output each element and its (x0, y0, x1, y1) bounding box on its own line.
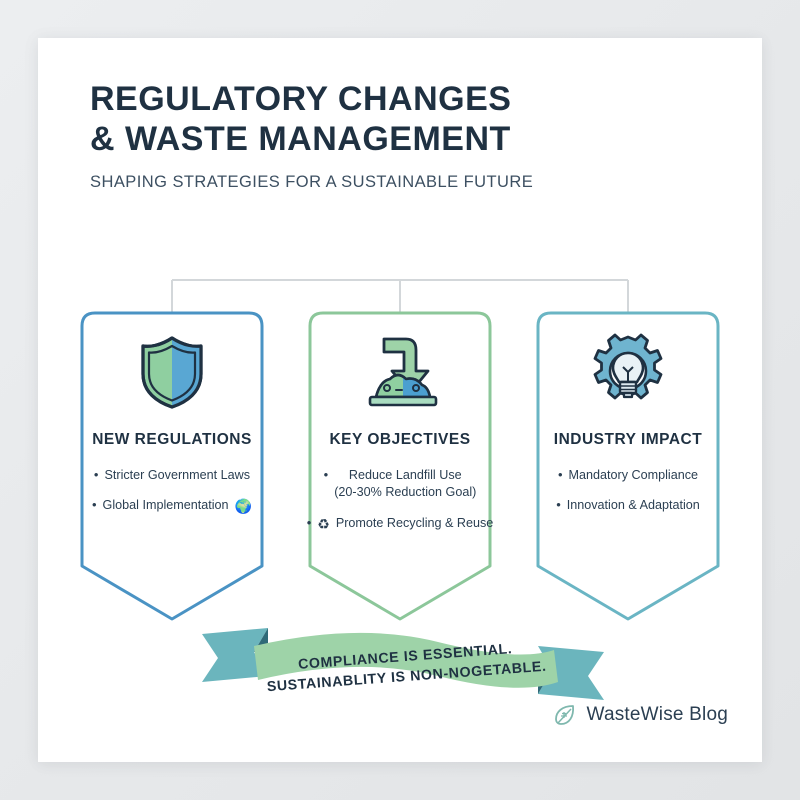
list-item: • ♻ Promote Recycling & Reuse (307, 515, 494, 533)
card-3-title: INDUSTRY IMPACT (553, 431, 703, 448)
globe-icon: 🌍 (234, 498, 252, 515)
brand-name: WasteWise Blog (586, 704, 728, 725)
page-title-line-1: REGULATORY CHANGES (90, 80, 512, 118)
card-2-title: KEY OBJECTIVES (329, 431, 471, 448)
card-2-bullets: • Reduce Landfill Use (20-30% Reduction … (306, 467, 494, 533)
bullet-label: Reduce Landfill Use (20-30% Reduction Go… (334, 467, 477, 500)
page-title-line-2: & WASTE MANAGEMENT (90, 119, 511, 158)
cards-row: NEW REGULATIONS • Stricter Government La… (38, 308, 762, 638)
card-2-outline (308, 311, 492, 621)
bullet-dot: • (93, 466, 99, 482)
header-block: REGULATORY CHANGES & WASTE MANAGEMENT SH… (90, 80, 710, 192)
card-1-bullets: • Stricter Government Laws • Global Impl… (78, 467, 266, 516)
leaf-icon (554, 705, 574, 725)
card-1-title: NEW REGULATIONS (92, 431, 252, 448)
card-industry-impact[interactable]: INDUSTRY IMPACT • Mandatory Compliance •… (524, 308, 732, 624)
list-item: • Stricter Government Laws (94, 467, 250, 484)
ribbon-band (254, 632, 558, 688)
infographic-sheet: REGULATORY CHANGES & WASTE MANAGEMENT SH… (38, 38, 762, 762)
bullet-label: Mandatory Compliance (568, 467, 699, 482)
bullet-dot: • (91, 497, 97, 513)
card-new-regulations[interactable]: NEW REGULATIONS • Stricter Government La… (68, 308, 276, 624)
card-3-bullets: • Mandatory Compliance • Innovation & Ad… (534, 467, 722, 515)
brand-footer[interactable]: WasteWise Blog (552, 702, 728, 728)
list-item: • Mandatory Compliance (558, 467, 698, 484)
gear-lightbulb-icon (590, 330, 666, 414)
recycle-icon: ♻ (317, 515, 330, 532)
card-3-outline (536, 311, 720, 621)
ribbon-banner (202, 628, 604, 700)
bullet-dot: • (557, 466, 563, 482)
bullet-label: Stricter Government Laws (104, 467, 251, 482)
bullet-label: Promote Recycling & Reuse (335, 515, 494, 530)
shield-icon (139, 330, 205, 414)
page-subtitle: SHAPING STRATEGIES FOR A SUSTAINABLE FUT… (90, 172, 534, 191)
bullet-dot: • (323, 466, 329, 482)
bullet-label: Innovation & Adaptation (566, 498, 700, 513)
bullet-dot: • (556, 497, 561, 513)
bullet-label: Global Implementation (102, 498, 229, 513)
ribbon-tail-left (202, 628, 268, 682)
bullet-dot: • (306, 514, 312, 530)
landfill-arrow-icon (358, 330, 442, 414)
card-1-outline (80, 311, 264, 621)
card-key-objectives[interactable]: KEY OBJECTIVES • Reduce Landfill Use (20… (296, 308, 504, 624)
list-item: • Global Implementation 🌍 (92, 497, 252, 515)
list-item: • Innovation & Adaptation (556, 497, 700, 514)
list-item: • Reduce Landfill Use (20-30% Reduction … (324, 467, 477, 502)
